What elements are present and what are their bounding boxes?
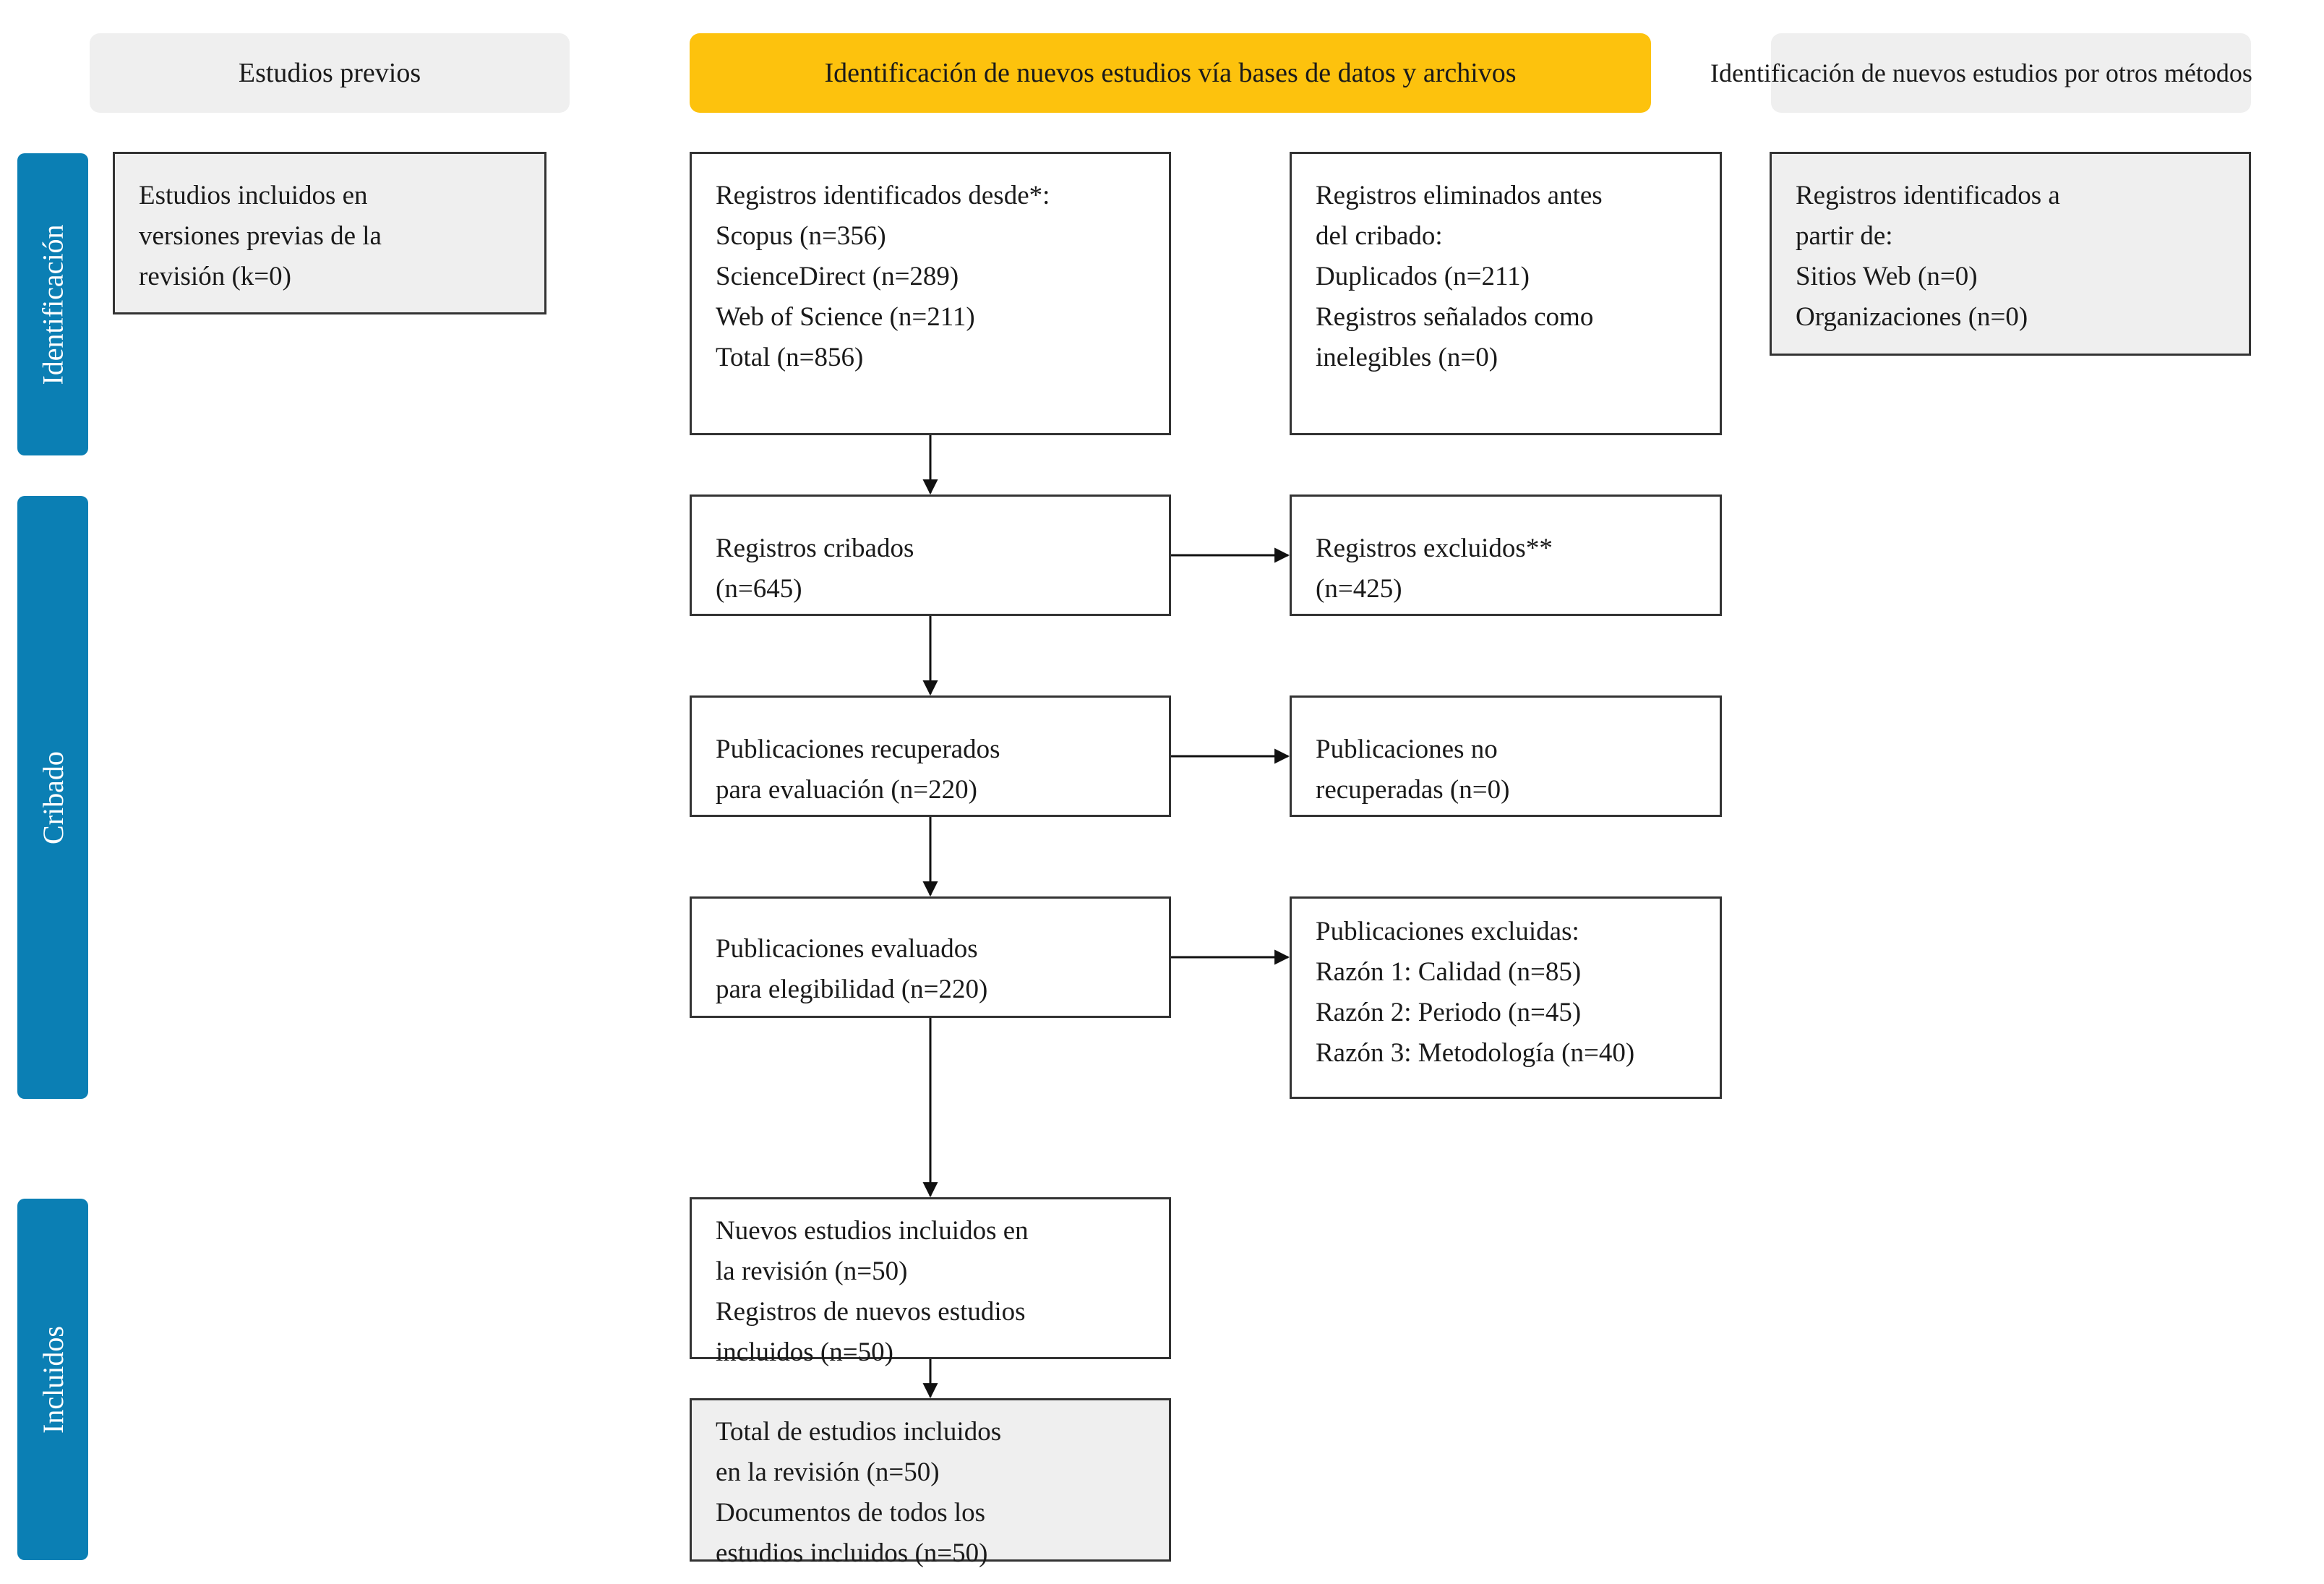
box-line: Razón 1: Calidad (n=85) xyxy=(1316,957,1582,987)
box-line: estudios incluidos (n=50) xyxy=(716,1538,988,1568)
box-line: versiones previas de la xyxy=(139,221,382,251)
box-line: para elegibilidad (n=220) xyxy=(716,975,988,1004)
box-line: Total (n=856) xyxy=(716,343,864,372)
box-line: (n=425) xyxy=(1316,574,1402,604)
box-line: Razón 2: Periodo (n=45) xyxy=(1316,998,1582,1027)
header-databases-label: Identificación de nuevos estudios vía ba… xyxy=(824,58,1517,88)
box-line: incluidos (n=50) xyxy=(716,1337,893,1367)
box-line: Registros identificados a xyxy=(1796,181,2060,210)
box-records-excluded: Registros excluidos** (n=425) xyxy=(1290,495,1722,616)
box-line: del cribado: xyxy=(1316,221,1443,251)
box-line: para evaluación (n=220) xyxy=(716,775,977,805)
box-line: partir de: xyxy=(1796,221,1893,251)
box-reports-sought: Publicaciones recuperados para evaluació… xyxy=(690,695,1171,817)
header-other-methods: Identificación de nuevos estudios por ot… xyxy=(1710,33,2252,113)
box-line: en la revisión (n=50) xyxy=(716,1457,940,1487)
box-line: la revisión (n=50) xyxy=(716,1257,908,1286)
box-line: (n=645) xyxy=(716,574,802,604)
box-line: Registros de nuevos estudios xyxy=(716,1297,1026,1327)
box-new-studies-included: Nuevos estudios incluidos en la revisión… xyxy=(690,1197,1171,1367)
box-line: Organizaciones (n=0) xyxy=(1796,302,2028,332)
box-line: Publicaciones excluidas: xyxy=(1316,917,1579,946)
box-line: Razón 3: Metodología (n=40) xyxy=(1316,1038,1635,1068)
box-line: Registros eliminados antes xyxy=(1316,181,1603,210)
box-line: Estudios incluidos en xyxy=(139,181,368,210)
box-reports-excluded: Publicaciones excluidas: Razón 1: Calida… xyxy=(1290,896,1722,1099)
box-line: Duplicados (n=211) xyxy=(1316,262,1530,291)
box-line: Registros excluidos** xyxy=(1316,534,1553,563)
box-line: ScienceDirect (n=289) xyxy=(716,262,959,291)
box-line: Total de estudios incluidos xyxy=(716,1417,1002,1447)
box-line: Publicaciones recuperados xyxy=(716,735,1000,764)
phase-included: Incluidos xyxy=(17,1199,88,1560)
header-previous-label: Estudios previos xyxy=(238,58,421,88)
box-line: Registros señalados como xyxy=(1316,302,1594,332)
box-previous-studies: Estudios incluidos en versiones previas … xyxy=(113,152,546,314)
box-records-other-methods: Registros identificados a partir de: Sit… xyxy=(1770,152,2251,356)
box-line: inelegibles (n=0) xyxy=(1316,343,1498,372)
box-line: Documentos de todos los xyxy=(716,1498,986,1528)
header-previous-studies: Estudios previos xyxy=(90,33,570,113)
box-line: Web of Science (n=211) xyxy=(716,302,975,332)
box-line: revisión (k=0) xyxy=(139,262,291,291)
box-line: Publicaciones no xyxy=(1316,735,1498,764)
box-total-studies-included: Total de estudios incluidos en la revisi… xyxy=(690,1398,1171,1568)
box-line: Registros identificados desde*: xyxy=(716,181,1050,210)
phase-identification: Identificación xyxy=(17,153,88,455)
box-line: Nuevos estudios incluidos en xyxy=(716,1216,1029,1246)
box-line: Registros cribados xyxy=(716,534,914,563)
box-line: Publicaciones evaluados xyxy=(716,934,978,964)
box-records-screened: Registros cribados (n=645) xyxy=(690,495,1171,616)
box-line: recuperadas (n=0) xyxy=(1316,775,1510,805)
box-line: Scopus (n=356) xyxy=(716,221,886,251)
header-databases: Identificación de nuevos estudios vía ba… xyxy=(690,33,1651,113)
box-records-removed: Registros eliminados antes del cribado: … xyxy=(1290,152,1722,435)
box-reports-assessed: Publicaciones evaluados para elegibilida… xyxy=(690,896,1171,1018)
phase-screening: Cribado xyxy=(17,496,88,1099)
box-reports-not-retrieved: Publicaciones no recuperadas (n=0) xyxy=(1290,695,1722,817)
box-line: Sitios Web (n=0) xyxy=(1796,262,1978,291)
box-records-identified: Registros identificados desde*: Scopus (… xyxy=(690,152,1171,435)
header-other-label: Identificación de nuevos estudios por ot… xyxy=(1710,59,2252,87)
